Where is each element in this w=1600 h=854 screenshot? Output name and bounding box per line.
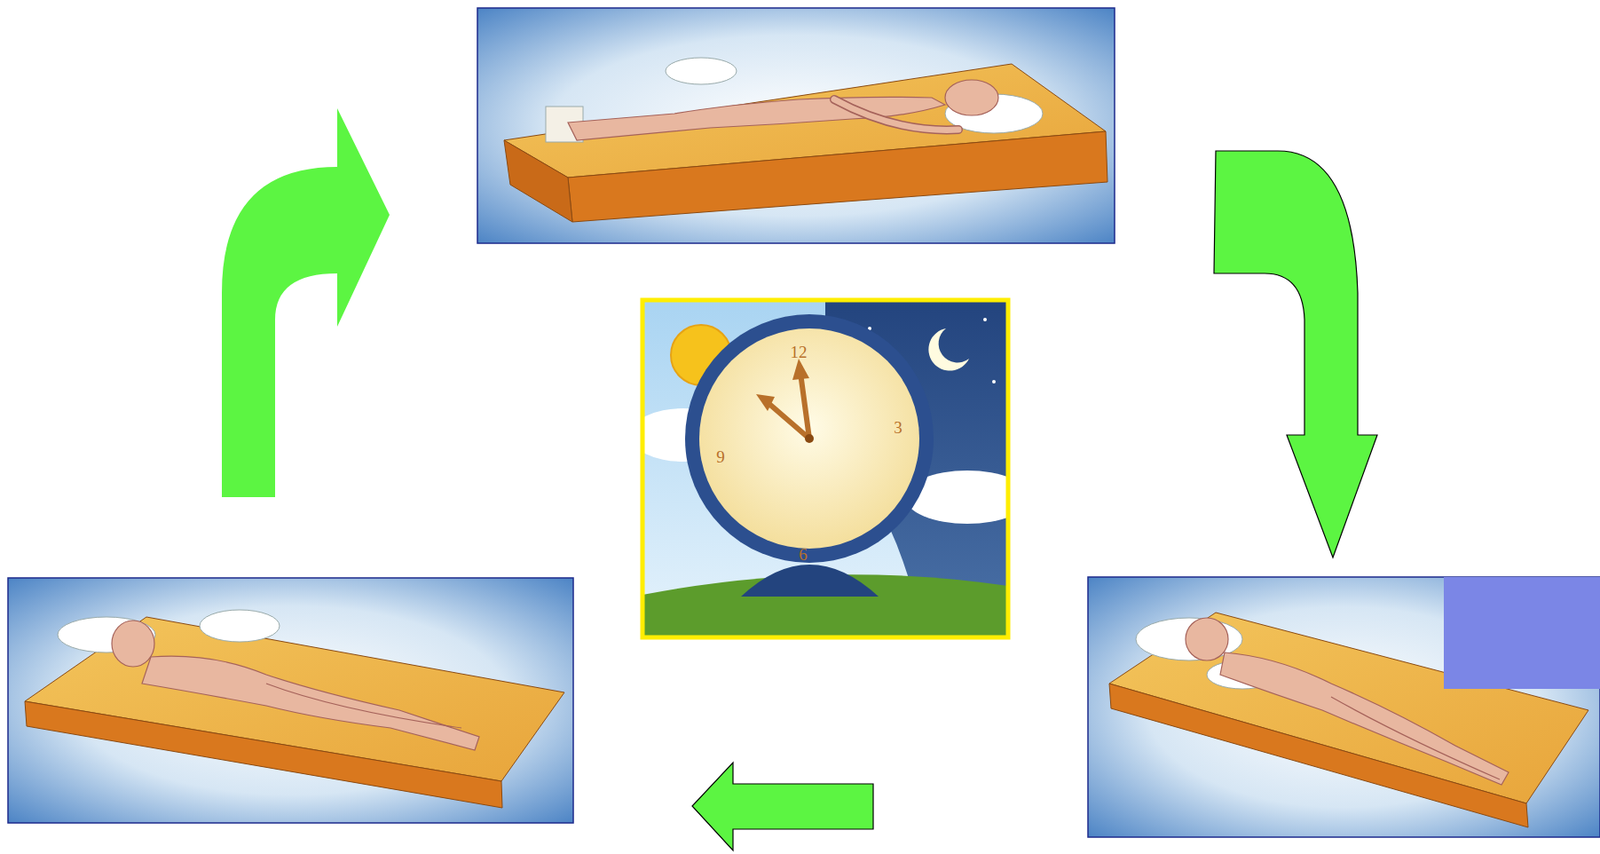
cycle-arrow (1213, 150, 1378, 558)
supine-position-picture (477, 7, 1115, 244)
cycle-arrow (221, 108, 390, 497)
clock-numeral: 3 (893, 418, 903, 436)
lateral-position-picture (7, 577, 574, 823)
clock-numeral: 6 (798, 545, 808, 563)
clock-numeral: 12 (790, 343, 808, 361)
clock-picture (630, 299, 1030, 638)
cycle-arrow (692, 762, 874, 851)
clock-numeral: 9 (716, 448, 726, 466)
lateral-position-picture (1087, 576, 1600, 837)
